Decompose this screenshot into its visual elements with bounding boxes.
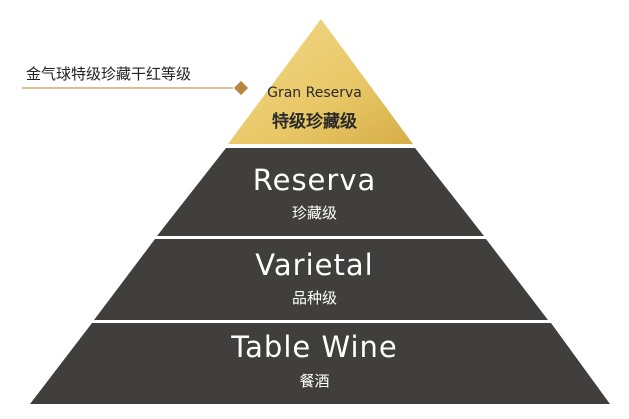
tier-3-label-cn: 品种级 [291, 289, 337, 307]
tier-4-label-cn: 餐酒 [299, 372, 330, 390]
tier-1-label-en: Gran Reserva [267, 85, 362, 101]
tier-2-label-cn: 珍藏级 [291, 204, 337, 222]
tier-varietal [94, 239, 548, 320]
tier-3-label-en: Varietal [255, 248, 374, 282]
tier-reserva [157, 148, 484, 236]
tier-2-label-en: Reserva [252, 163, 377, 197]
tier-gran-reserva [228, 19, 413, 144]
tier-4-label-en: Table Wine [231, 330, 398, 364]
tier-table-wine [30, 323, 610, 404]
pyramid-title-annotation: 金气球特级珍藏干红等级 [26, 65, 192, 83]
tier-1-label-cn: 特级珍藏级 [272, 112, 357, 132]
